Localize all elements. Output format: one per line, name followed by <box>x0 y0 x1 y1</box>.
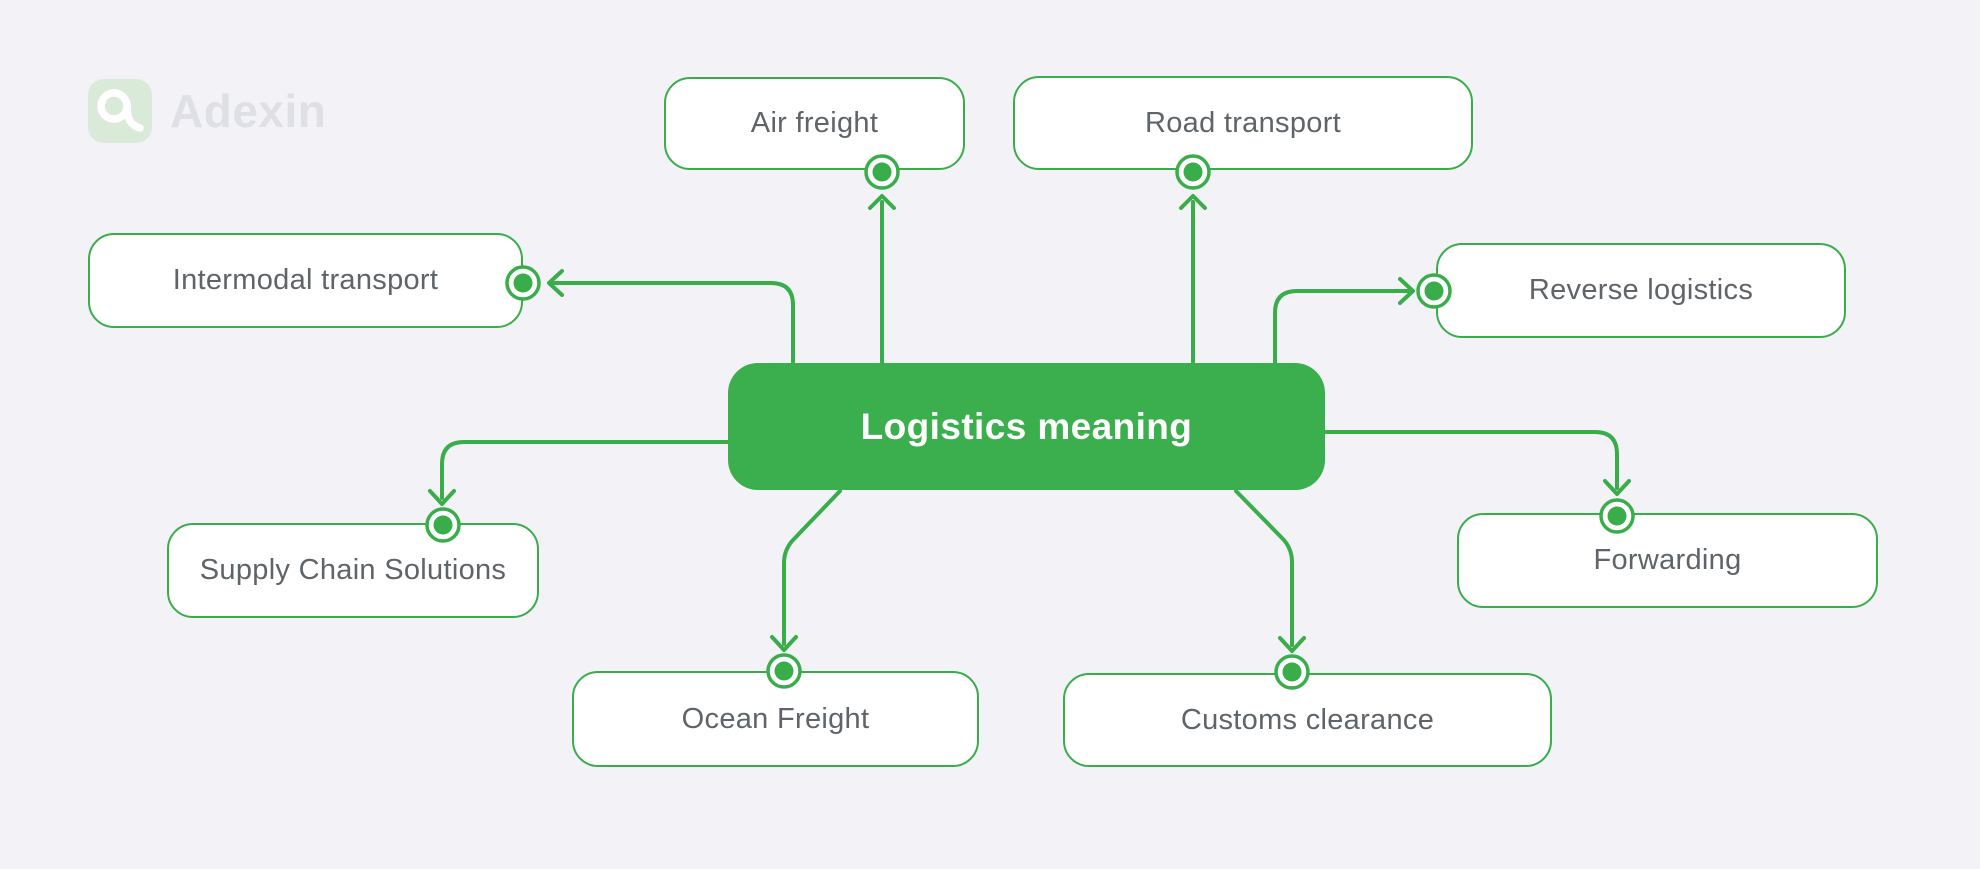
node-road-transport: Road transport <box>1013 76 1473 170</box>
node-label: Ocean Freight <box>681 702 870 735</box>
node-label: Supply Chain Solutions <box>199 554 507 586</box>
node-label: Forwarding <box>1593 544 1742 576</box>
brand-logo: Adexin <box>88 79 326 143</box>
node-supply-chain-solutions: Supply Chain Solutions <box>167 523 539 618</box>
center-node-label: Logistics meaning <box>860 405 1193 447</box>
node-label: Road transport <box>1144 106 1342 139</box>
connector-supply-chain <box>440 440 730 500</box>
node-reverse-logistics: Reverse logistics <box>1436 243 1846 338</box>
arrowhead-left-intermodal <box>547 269 564 297</box>
node-intermodal-transport: Intermodal transport <box>88 233 523 328</box>
adexin-logo-icon <box>88 79 152 143</box>
connector-customs-clearance <box>1234 489 1294 647</box>
node-forwarding: Forwarding <box>1457 513 1878 608</box>
arrowhead-down-forwarding <box>1603 479 1631 496</box>
node-customs-clearance: Customs clearance <box>1063 673 1552 767</box>
node-air-freight: Air freight <box>664 77 965 170</box>
node-label: Reverse logistics <box>1528 274 1754 306</box>
arrowhead-down-ocean-freight <box>770 635 798 652</box>
arrowhead-up-road-transport <box>1179 194 1207 210</box>
arrowhead-up-air-freight <box>868 194 896 210</box>
arrowhead-down-supply-chain <box>428 489 456 506</box>
arrowhead-right-reverse <box>1398 277 1415 305</box>
node-label: Customs clearance <box>1180 703 1435 736</box>
connector-reverse-logistics <box>1273 289 1411 365</box>
arrowhead-down-customs <box>1278 636 1306 653</box>
connector-intermodal-transport <box>551 281 795 365</box>
node-ocean-freight: Ocean Freight <box>572 671 979 767</box>
connector-ocean-freight <box>782 489 842 646</box>
brand-name: Adexin <box>170 85 327 137</box>
center-node-logistics-meaning: Logistics meaning <box>728 363 1325 490</box>
connector-forwarding <box>1323 430 1619 490</box>
node-label: Air freight <box>750 107 879 139</box>
node-label: Intermodal transport <box>172 264 439 296</box>
